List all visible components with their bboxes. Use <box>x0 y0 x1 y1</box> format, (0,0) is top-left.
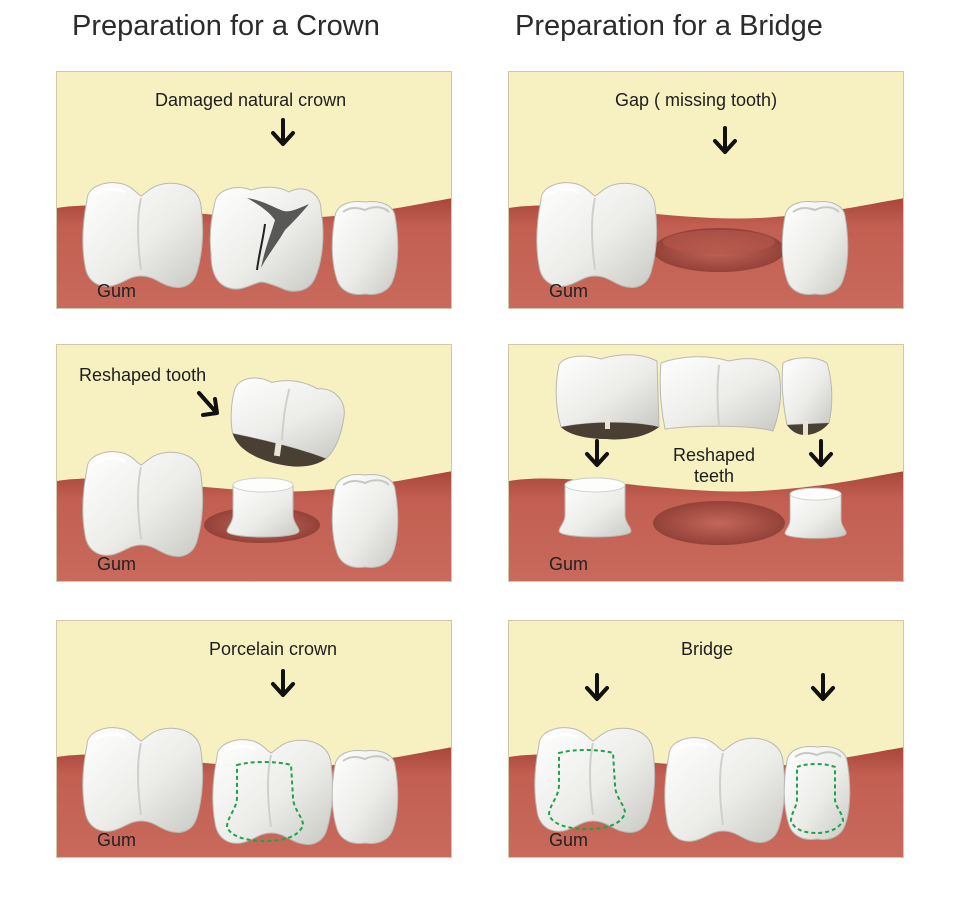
label-porcelain-crown: Porcelain crown <box>209 639 338 659</box>
label-reshaped-line: Reshaped <box>672 445 756 465</box>
gum-label: Gum <box>97 554 137 574</box>
label-reshaped-tooth: Reshaped tooth <box>79 365 207 385</box>
panel-reshaped-tooth: Reshaped tooth Gum <box>56 344 452 582</box>
molar-tooth-icon <box>81 450 205 558</box>
diagonal-arrow-icon <box>197 391 219 417</box>
tooth-stump-icon <box>784 487 847 539</box>
label-damaged-natural-crown: Damaged natural crown <box>155 90 347 110</box>
crowned-tooth-icon <box>211 738 335 846</box>
porcelain-crown-illustration <box>57 621 451 857</box>
premolar-tooth-icon <box>781 200 849 296</box>
pontic-tooth-icon <box>663 736 787 844</box>
bridge-prosthesis-icon <box>555 354 833 440</box>
gum-label: Gum <box>97 830 137 850</box>
label-gap-missing-tooth: Gap ( missing tooth) <box>615 90 778 110</box>
tooth-stump-icon <box>226 477 300 538</box>
gum-label: Gum <box>549 554 589 574</box>
bridge-illustration <box>509 621 903 857</box>
tooth-stump-icon <box>558 477 632 538</box>
molar-tooth-icon <box>81 726 205 834</box>
molar-tooth-icon <box>81 181 205 289</box>
gum-label: Gum <box>549 281 589 301</box>
molar-tooth-icon <box>535 181 659 289</box>
bridge-abutment-premolar-icon <box>783 745 851 841</box>
premolar-tooth-icon <box>331 200 399 296</box>
label-teeth-line: teeth <box>693 466 735 486</box>
gum-label: Gum <box>549 830 589 850</box>
gap-illustration <box>509 72 903 308</box>
reshaped-teeth-illustration <box>509 345 903 581</box>
damaged-tooth-icon <box>209 186 324 292</box>
panel-gap-missing-tooth: Gap ( missing tooth) Gum <box>508 71 904 309</box>
panel-damaged-crown: Damaged natural crown Gum <box>56 71 452 309</box>
crown-column-title: Preparation for a Crown <box>72 10 380 42</box>
panel-porcelain-crown: Porcelain crown Gum <box>56 620 452 858</box>
damaged-crown-illustration <box>57 72 451 308</box>
bridge-column-title: Preparation for a Bridge <box>515 10 823 42</box>
premolar-tooth-icon <box>331 473 399 569</box>
bridge-abutment-molar-icon <box>533 726 657 834</box>
reshaped-tooth-illustration <box>57 345 451 581</box>
gum-label: Gum <box>97 281 137 301</box>
crown-cap-icon <box>230 377 345 467</box>
label-reshaped-teeth: Reshaped teeth <box>659 445 769 487</box>
premolar-tooth-icon <box>331 749 399 845</box>
label-bridge: Bridge <box>681 639 734 659</box>
panel-bridge: Bridge Gum <box>508 620 904 858</box>
panel-reshaped-teeth: Reshaped teeth Gum <box>508 344 904 582</box>
